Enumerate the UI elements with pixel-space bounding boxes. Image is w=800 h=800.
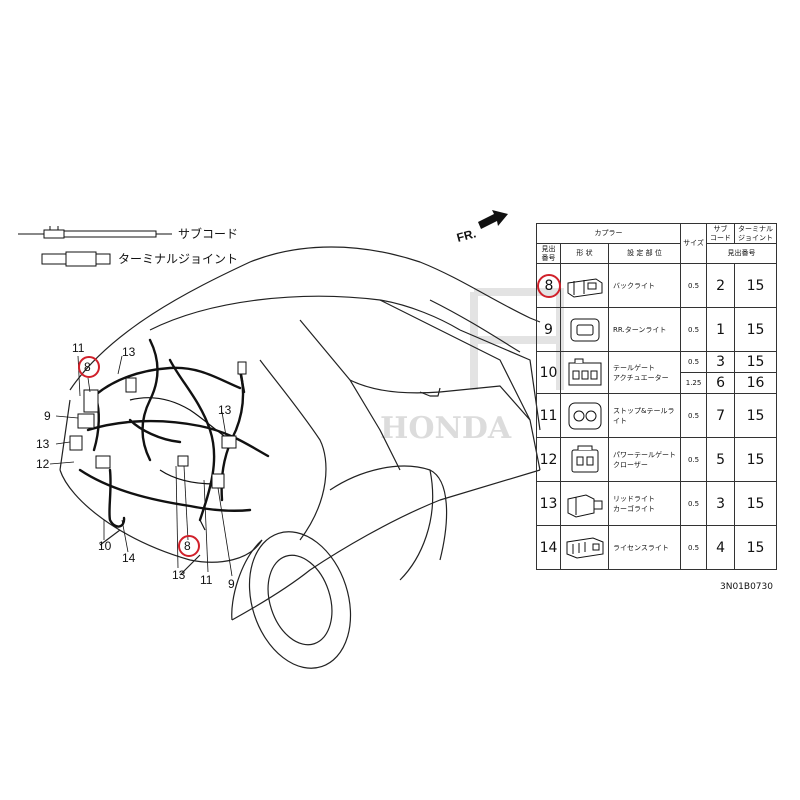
vehicle-body [59,246,541,669]
row-location: バックライト [607,263,682,308]
row-size: 1.25 [680,372,708,394]
callout-9-bottom: 9 [228,577,235,591]
row-number: 8 [536,263,561,308]
diagram-code: 3N01B0730 [720,582,773,592]
table-row: 11 ストップ&テールライト 0.5 7 15 [536,393,778,438]
row-location: リッドライト カーゴライト [607,481,682,526]
header-coupler: カプラー [535,223,682,244]
row-terminal: 15 [734,351,778,373]
connector-table: カプラー サイズ サブ コード ターミナル ジョイント 見出 番号 形 状 設 … [535,223,778,570]
highlight-ring-8-top [78,356,100,378]
callout-13-top: 13 [122,345,136,359]
row-terminal: 15 [734,263,778,308]
callout-11-top: 11 [72,341,85,355]
row-sub-cord: 3 [706,351,736,373]
leader-lines [49,355,233,577]
callout-8-bottom: 8 [184,539,191,553]
callout-13-bottom: 13 [172,568,186,582]
row-number: 14 [536,525,561,570]
header-location: 設 定 部 位 [607,243,682,264]
row-sub-cord: 7 [706,393,736,438]
callout-9-left: 9 [44,409,51,423]
direction-label: FR. [455,226,477,245]
row-sub-cord: 4 [706,525,736,570]
wire-harness-thin [129,397,231,531]
row-size: 0.5 [680,437,708,482]
row-terminal: 15 [734,307,778,352]
row-size: 0.5 [680,481,708,526]
row-number: 12 [536,437,561,482]
row-size: 0.5 [680,525,708,570]
callout-14: 14 [122,551,136,565]
row-size: 0.5 [680,351,708,373]
row-location: ライセンスライト [607,525,682,570]
row-terminal: 15 [734,393,778,438]
header-terminal-joint: ターミナル ジョイント [734,223,778,244]
table-row: 8 バックライト 0.5 2 15 [536,263,778,308]
row-sub-cord: 6 [706,372,736,394]
header-count: 見出番号 [706,243,778,264]
header-number: 見出 番号 [536,243,561,264]
table-row: 1.25 6 16 [537,372,778,394]
watermark-text: HONDA [380,411,512,446]
row-location: パワーテールゲート クローザー [607,437,682,482]
row-sub-cord: 1 [706,307,736,352]
row-sub-cord: 5 [706,437,736,482]
connector-shape-icon [560,437,609,482]
connector-shape-icon [560,525,609,570]
table-row: 13 リッドライト カーゴライト 0.5 3 15 [536,481,778,526]
sub-cord-symbol [18,226,172,239]
connector-shape-icon [560,307,609,352]
row-terminal: 15 [734,525,778,570]
connector-shape-icon [560,481,609,526]
callout-8-top: 8 [84,360,91,374]
table-row: 12 パワーテールゲート クローザー 0.5 5 15 [536,437,778,482]
connector-shape-icon [560,263,609,308]
header-size: サイズ [680,223,708,264]
callout-13-mid: 13 [218,403,232,417]
callout-11-bottom: 11 [200,573,213,587]
callout-13-left: 13 [36,437,50,451]
row-size: 0.5 [680,393,708,438]
legend-terminal-joint: ターミナルジョイント [118,252,238,266]
connector-shape-icon [560,393,609,438]
table-row: 10 テールゲート アクチュエーター 0.5 3 15 [536,351,778,394]
harness-connectors [69,361,247,489]
row-sub-cord: 3 [706,481,736,526]
wire-harness [78,338,270,528]
row-number: 13 [536,481,561,526]
row-location: RR.ターンライト [607,307,682,352]
row-number: 11 [536,393,561,438]
header-shape: 形 状 [560,243,609,264]
row-sub-cord: 2 [706,263,736,308]
row-terminal: 15 [734,481,778,526]
row-number: 9 [536,307,561,352]
connector-shape-icon [560,351,609,394]
row-location: テールゲート アクチュエーター [607,351,682,394]
terminal-joint-symbol [41,251,111,267]
legend [18,226,172,267]
callout-12: 12 [36,457,50,471]
row-size: 0.5 [680,307,708,352]
legend-sub-cord: サブコード [178,226,238,241]
row-terminal: 15 [734,437,778,482]
callout-10: 10 [98,539,112,553]
header-sub-cord: サブ コード [706,223,736,244]
table-row: 9 RR.ターンライト 0.5 1 15 [536,307,778,352]
table-row: 14 ライセンスライト 0.5 4 15 [536,525,778,570]
row-size: 0.5 [680,263,708,308]
forward-arrow-icon [478,210,508,229]
highlight-ring-8-bottom [178,535,200,557]
row-terminal: 16 [734,372,778,394]
row-location: ストップ&テールライト [607,393,682,438]
highlight-ring-8-table: 8 [537,273,561,298]
row-number: 10 [536,351,561,394]
